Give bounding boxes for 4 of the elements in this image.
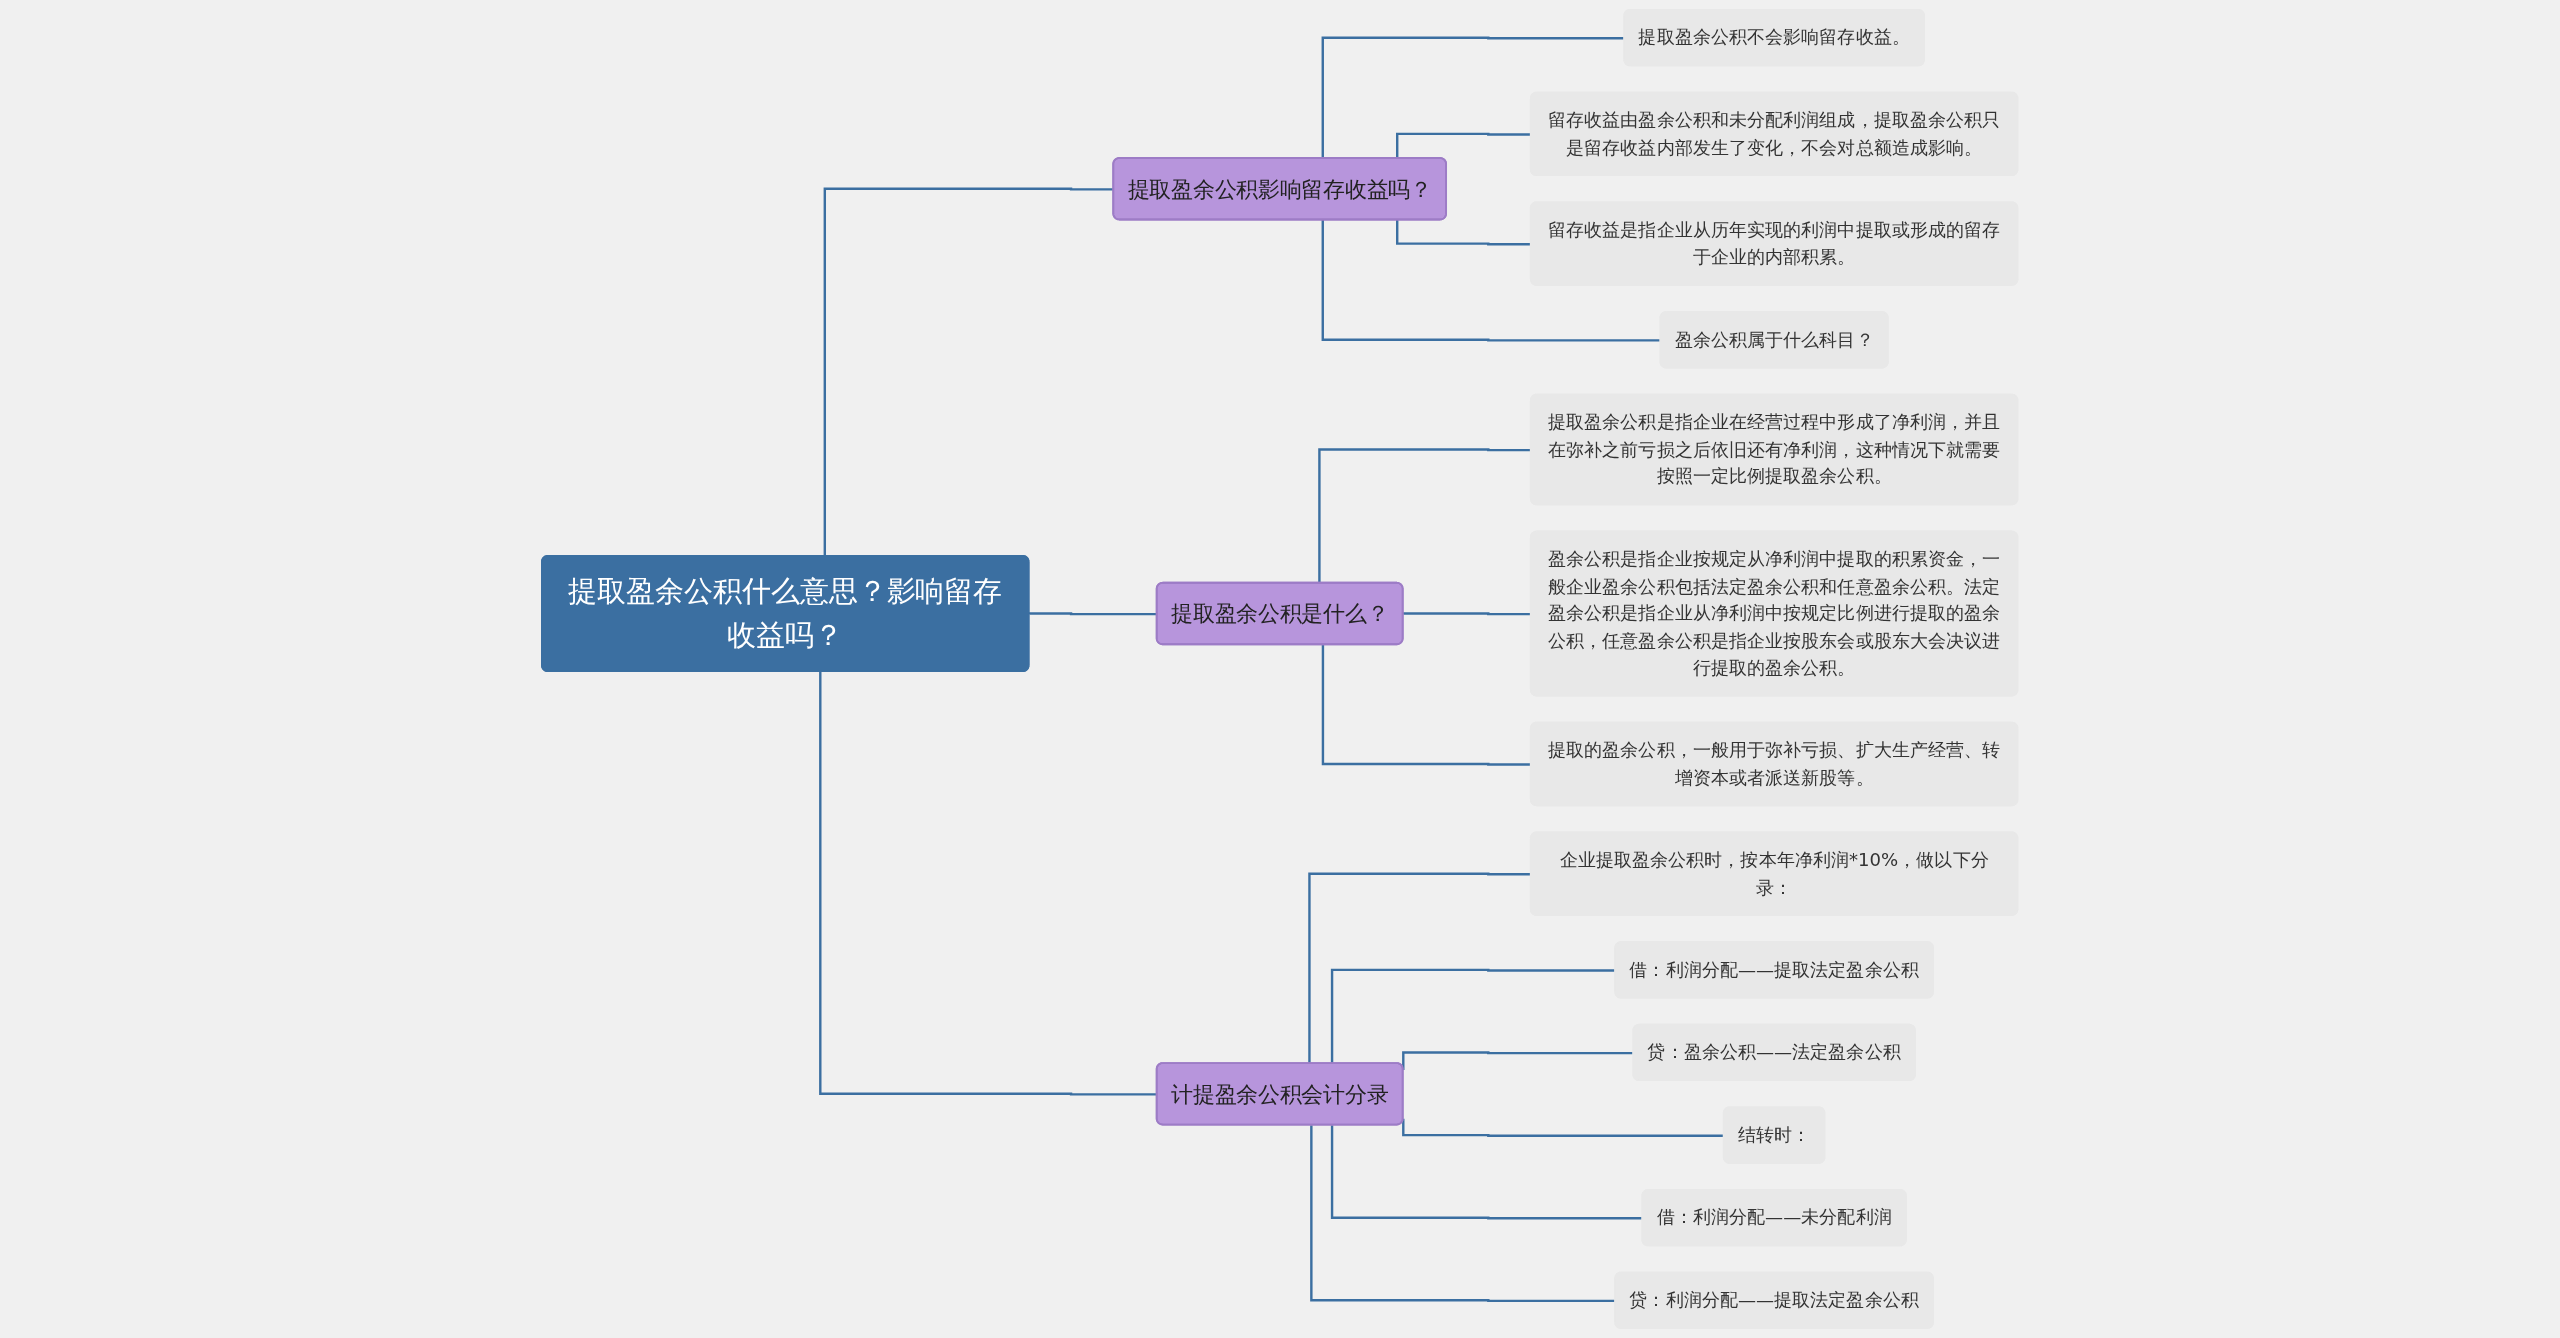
connector [1310,1125,1616,1303]
connector [1331,968,1616,1064]
connector [1331,1125,1643,1220]
connector [1321,36,1625,159]
